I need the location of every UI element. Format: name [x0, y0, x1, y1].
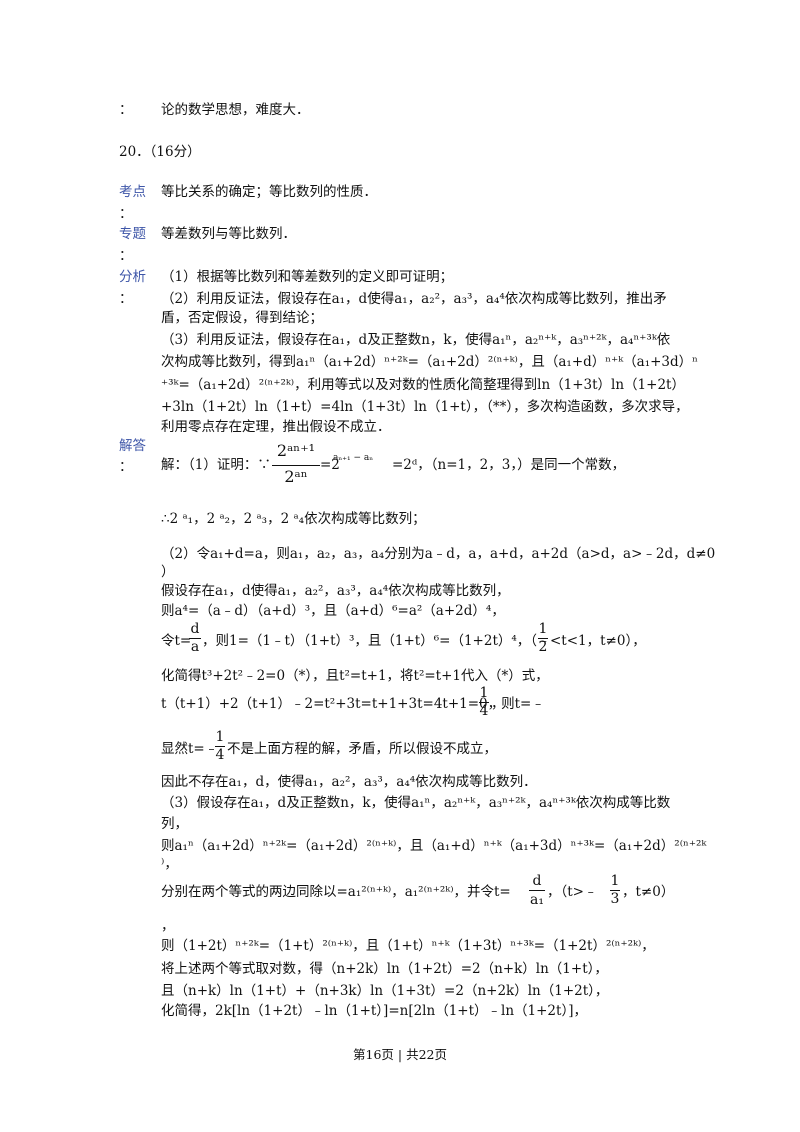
colon-mark: ： [119, 291, 133, 307]
label-zhuanti: 专题 [119, 226, 146, 242]
fraction-denominator: 2ᵃⁿ [284, 467, 308, 486]
text-line: ∴2 ᵃ₁，2 ᵃ₂，2 ᵃ₃，2 ᵃ₄依次构成等比数列； [161, 511, 426, 527]
text-line: 化简得t³+2t²﹣2=0（*），且t²=t+1，将t²=t+1代入（*）式， [161, 668, 549, 684]
text-line: 因此不存在a₁，d，使得a₁，a₂²，a₃³，a₄⁴依次构成等比数列． [161, 774, 537, 790]
colon-mark: ： [119, 248, 133, 264]
text-line: 利用零点存在定理，推出假设不成立． [161, 419, 391, 435]
text-line: ， [161, 918, 175, 934]
fraction-numerator: 2ᵃⁿ⁺¹ [276, 441, 316, 460]
text-line: 则（1+2t）ⁿ⁺²ᵏ=（1+t）²⁽ⁿ⁺ᵏ⁾，且（1+t）ⁿ⁺ᵏ（1+3t）ⁿ… [161, 938, 655, 954]
fraction-bar [215, 746, 225, 747]
fraction-denominator: 3 [610, 891, 620, 907]
fraction-bar [272, 465, 320, 466]
colon-mark: ： [119, 102, 133, 118]
text-line: <t<1，t≠0）， [550, 633, 646, 649]
text-line: 化简得，2k[ln（1+2t）﹣ln（1+t）]=n[2ln（1+t）﹣ln（1… [161, 1003, 587, 1019]
fraction-one-quarter: 1 4 [479, 686, 489, 720]
label-fenxi: 分析 [119, 269, 146, 285]
text-line: 论的数学思想，难度大． [161, 102, 310, 118]
fraction-denominator: 4 [215, 747, 225, 763]
text-line: 显然t=﹣ [161, 741, 219, 757]
text-line: +3ln（1+2t）ln（1+t）=4ln（1+3t）ln（1+t），（**），… [161, 399, 689, 415]
colon-mark: ： [119, 206, 133, 222]
fraction-2-power: 2ᵃⁿ⁺¹ 2ᵃⁿ [272, 443, 320, 489]
text-line: 分别在两个等式的两边同除以=a₁²⁽ⁿ⁺ᵏ⁾，a₁²⁽ⁿ⁺²ᵏ⁾，并令t= [161, 884, 511, 900]
text-line: ⁾， [161, 856, 178, 872]
fraction-numerator: d [190, 621, 200, 637]
fraction-denominator: a₁ [530, 892, 544, 908]
label-kaodian: 考点 [119, 184, 146, 200]
text-line: （1）根据等比数列和等差数列的定义即可证明； [161, 269, 454, 285]
text-line: =2ᵈ，（n=1，2，3，）是同一个常数， [392, 457, 626, 473]
text-line: ，t≠0） [622, 884, 675, 900]
text-line: =2 [320, 457, 340, 473]
fraction-numerator: 1 [538, 621, 548, 637]
fraction-one-half: 1 2 [538, 622, 548, 656]
text-line: （3）假设存在a₁，d及正整数n，k，使得a₁ⁿ，a₂ⁿ⁺ᵏ，a₃ⁿ⁺²ᵏ，a₄… [161, 795, 671, 811]
text-line: 假设存在a₁，d使得a₁，a₂²，a₃³，a₄⁴依次构成等比数列， [161, 583, 510, 599]
text-line: ） [161, 564, 175, 580]
fraction-numerator: 1 [610, 873, 620, 889]
text-line: ，则1=（1﹣t）（1+t）³，且（1+t）⁶=（1+2t）⁴，（﹣ [202, 633, 551, 649]
fraction-denominator: a [190, 639, 200, 655]
fraction-one-third: 1 3 [610, 874, 620, 908]
text-line: 等差数列与等比数列． [161, 226, 296, 242]
fraction-one-quarter: 1 4 [215, 730, 225, 764]
text-line: 等比关系的确定；等比数列的性质． [161, 184, 377, 200]
text-line: （2）令a₁+d=a，则a₁，a₂，a₃，a₄分别为a﹣d，a，a+d，a+2d… [161, 546, 716, 562]
text-line: 列， [161, 816, 188, 832]
text-line: （2）利用反证法，假设存在a₁，d使得a₁，a₂²，a₃³，a₄⁴依次构成等比数… [161, 291, 667, 307]
exponent: aₙ₊₁ − aₙ [333, 453, 374, 463]
fraction-denominator: 2 [538, 639, 548, 655]
text-line: （3）利用反证法，假设存在a₁，d及正整数n，k，使得a₁ⁿ，a₂ⁿ⁺ᵏ，a₃ⁿ… [161, 332, 671, 348]
text-line: 且（n+k）ln（1+t）+（n+3k）ln（1+3t）=2（n+2k）ln（1… [161, 983, 609, 999]
fraction-bar [538, 638, 548, 639]
text-line: 解：（1）证明：∵ [161, 457, 271, 473]
fraction-numerator: 1 [479, 685, 489, 701]
text-line: 不是上面方程的解，矛盾，所以假设不成立， [227, 741, 497, 757]
text-line: t（t+1）+2（t+1）﹣2=t²+3t=t+1+3t=4t+1=0，则t=﹣ [161, 696, 545, 712]
fraction-numerator: 1 [215, 729, 225, 745]
fraction-numerator: d [532, 873, 542, 889]
fraction-bar [189, 638, 201, 639]
colon-mark: ： [119, 459, 133, 475]
page-footer: 第16页 | 共22页 [353, 1047, 447, 1062]
text-line: 则a⁴=（a﹣d）（a+d）³，且（a+d）⁶=a²（a+2d）⁴， [161, 603, 505, 619]
label-jieda: 解答 [119, 438, 146, 454]
text-line: 则a₁ⁿ（a₁+2d）ⁿ⁺²ᵏ=（a₁+2d）²⁽ⁿ⁺ᵏ⁾，且（a₁+d）ⁿ⁺ᵏ… [161, 838, 707, 854]
text-line: ， [491, 696, 505, 712]
text-line: 令t= [161, 633, 192, 649]
text-line: ，（t>﹣ [547, 884, 598, 900]
fraction-d-over-a: d a [189, 622, 201, 656]
fraction-denominator: 4 [479, 703, 489, 719]
fraction-bar [479, 702, 489, 703]
text-line: 将上述两个等式取对数，得（n+2k）ln（1+2t）=2（n+k）ln（1+t）… [161, 961, 608, 977]
fraction-bar [529, 890, 545, 891]
fraction-d-over-a1: d a₁ [529, 874, 545, 910]
text-line: ⁺³ᵏ=（a₁+2d）²⁽ⁿ⁺²ᵏ⁾，利用等式以及对数的性质化简整理得到ln（1… [161, 377, 685, 393]
text-line: 盾，否定假设，得到结论； [161, 310, 323, 326]
fraction-bar [610, 890, 620, 891]
text-line: 次构成等比数列，得到a₁ⁿ（a₁+2d）ⁿ⁺²ᵏ=（a₁+2d）²⁽ⁿ⁺ᵏ⁾，且… [161, 354, 699, 370]
question-number: 20．（16分） [119, 144, 201, 160]
